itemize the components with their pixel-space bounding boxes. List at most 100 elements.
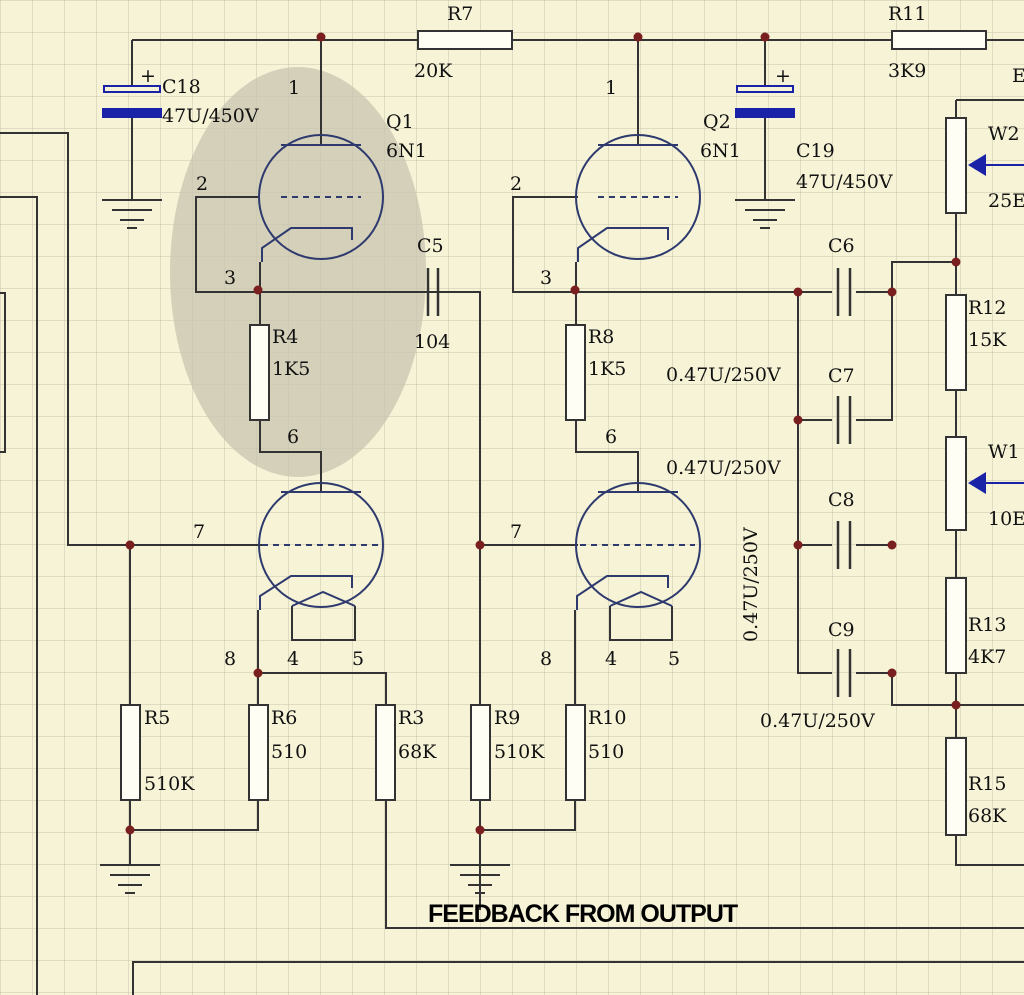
label-c7-ref: C7	[828, 365, 855, 387]
label-r5-value: 510K	[144, 773, 195, 795]
pin-q1-4: 4	[287, 648, 299, 670]
potentiometer-w2	[945, 117, 967, 214]
label-q2-ref: Q2	[703, 111, 731, 133]
label-r4-value: 1K5	[272, 358, 310, 380]
resistor-r6	[248, 704, 269, 801]
resistor-r15	[945, 737, 967, 836]
label-r11-ref: R11	[888, 3, 926, 25]
tube-q1-lower	[258, 482, 384, 610]
label-r12-value: 15K	[968, 329, 1007, 351]
capacitor-plates	[102, 85, 852, 697]
tube-q1-upper	[258, 134, 384, 262]
ground-icon	[100, 864, 160, 894]
ground-icon	[102, 199, 162, 229]
capacitor-c8	[836, 521, 852, 569]
pin-q2-1: 1	[605, 77, 617, 99]
c19-polarity: +	[775, 65, 791, 87]
label-w1-value: 10E	[988, 508, 1024, 530]
resistor-r12	[945, 294, 967, 391]
resistor-r3	[375, 704, 396, 801]
capacitor-c7	[836, 396, 852, 444]
pin-q2-2: 2	[510, 173, 522, 195]
resistor-r8	[565, 324, 586, 421]
feedback-caption: FEEDBACK FROM OUTPUT	[428, 900, 738, 928]
label-c5-value: 104	[414, 331, 450, 353]
pin-q1-8: 8	[224, 648, 236, 670]
resistor-r11	[891, 30, 987, 50]
label-r5-ref: R5	[144, 707, 170, 729]
label-r3-ref: R3	[398, 707, 424, 729]
pin-q1-2: 2	[196, 173, 208, 195]
resistor-r10	[565, 704, 586, 801]
capacitor-c5	[426, 268, 440, 316]
resistor-r5	[120, 704, 141, 801]
pin-q2-5: 5	[668, 648, 680, 670]
component-labels: + + R7 20K R11 3K9 E C18 47U/450V C19 47…	[140, 3, 1024, 928]
label-c6-value: 0.47U/250V	[666, 364, 781, 386]
label-r13-value: 4K7	[968, 646, 1006, 668]
label-c8-ref: C8	[828, 489, 855, 511]
ground-symbols	[100, 199, 795, 894]
label-r6-ref: R6	[271, 707, 297, 729]
label-r12-ref: R12	[968, 297, 1006, 319]
label-edge-e: E	[1012, 65, 1024, 87]
label-r10-value: 510	[588, 741, 624, 763]
label-r7-ref: R7	[447, 3, 473, 25]
label-q1-ref: Q1	[386, 111, 414, 133]
resistor-r7	[417, 30, 513, 50]
tube-q2-lower	[575, 482, 701, 610]
label-r9-ref: R9	[494, 707, 520, 729]
c18-polarity: +	[140, 65, 156, 87]
label-c7-value: 0.47U/250V	[666, 457, 781, 479]
capacitor-c19-plate-top	[736, 85, 794, 93]
potentiometer-w1	[945, 436, 967, 531]
pin-q1-3: 3	[224, 267, 236, 289]
pin-q2-7: 7	[510, 521, 522, 543]
ground-icon	[450, 864, 510, 894]
label-r8-ref: R8	[588, 326, 614, 348]
label-r7-value: 20K	[414, 60, 453, 82]
pin-q1-1: 1	[288, 77, 300, 99]
pin-q2-4: 4	[605, 648, 617, 670]
label-c18-ref: C18	[162, 76, 201, 98]
resistor-r4	[249, 324, 270, 421]
pin-q1-7: 7	[193, 521, 205, 543]
label-r15-value: 68K	[968, 805, 1007, 827]
pin-q1-6: 6	[287, 426, 299, 448]
label-q1-type: 6N1	[386, 140, 427, 162]
resistor-r13	[945, 577, 967, 674]
pin-q2-8: 8	[540, 648, 552, 670]
pin-q2-6: 6	[605, 426, 617, 448]
label-r6-value: 510	[271, 741, 307, 763]
junctions	[125, 32, 961, 835]
tube-q2-upper	[575, 134, 701, 262]
pin-q1-5: 5	[352, 648, 364, 670]
label-r9-value: 510K	[494, 741, 545, 763]
label-c9-ref: C9	[828, 619, 855, 641]
label-c18-value: 47U/450V	[162, 105, 259, 127]
capacitor-c18-plate-top	[103, 85, 161, 93]
capacitor-c19-plate-bottom	[735, 108, 795, 118]
label-c5-ref: C5	[417, 235, 444, 257]
resistor-bodies	[120, 30, 987, 836]
label-w2-value: 25E	[988, 190, 1024, 212]
label-r15-ref: R15	[968, 773, 1006, 795]
label-c6-ref: C6	[828, 235, 855, 257]
capacitor-c9	[836, 649, 852, 697]
label-r8-value: 1K5	[588, 358, 626, 380]
label-c19-value: 47U/450V	[796, 171, 893, 193]
wires	[0, 39, 1024, 995]
resistor-r9	[470, 704, 491, 801]
label-r13-ref: R13	[968, 614, 1006, 636]
label-r3-value: 68K	[398, 741, 437, 763]
label-q2-type: 6N1	[700, 140, 741, 162]
label-r10-ref: R10	[588, 707, 626, 729]
capacitor-c6	[836, 268, 852, 316]
label-r4-ref: R4	[272, 326, 298, 348]
label-r11-value: 3K9	[888, 60, 926, 82]
highlight-ellipse	[170, 67, 426, 477]
capacitor-c18-plate-bottom	[102, 108, 162, 118]
label-w1-ref: W1	[988, 441, 1020, 463]
